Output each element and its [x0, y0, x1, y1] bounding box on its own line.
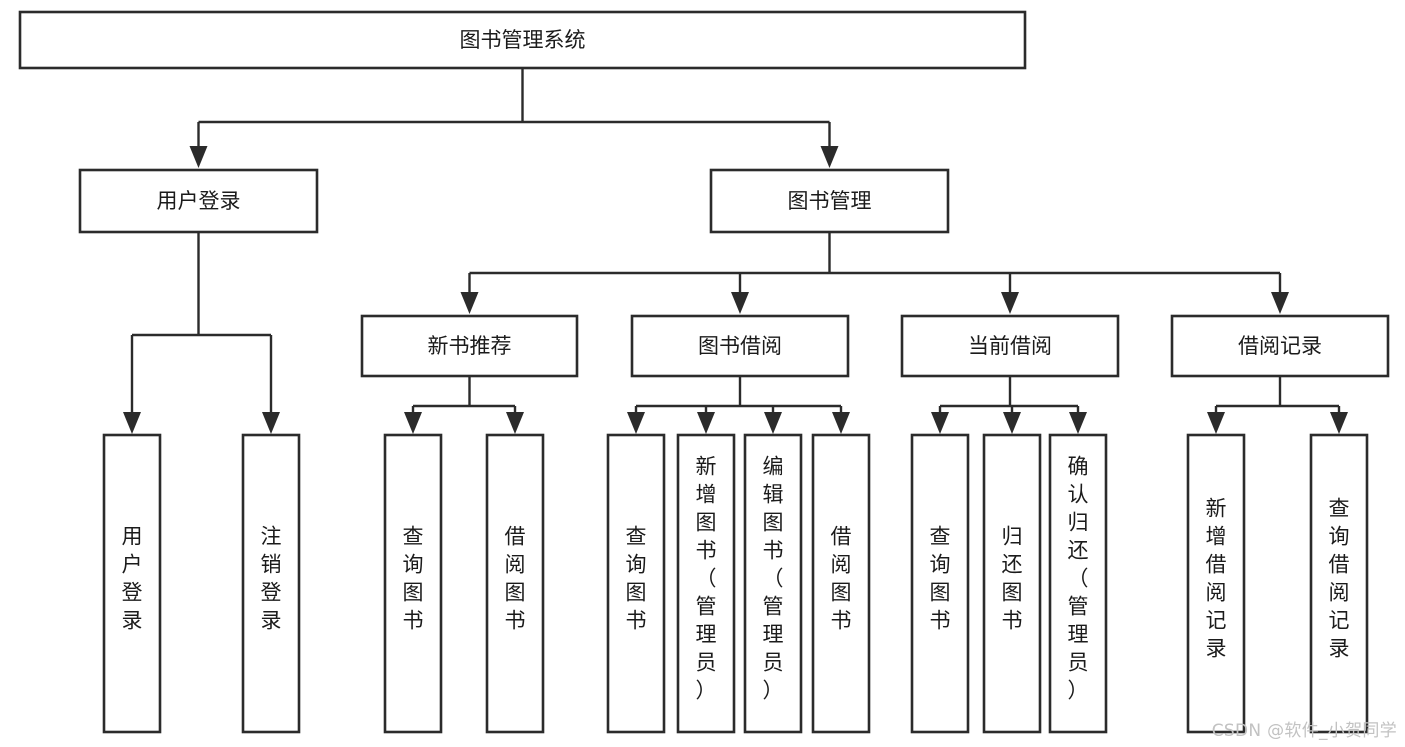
arrow-head-icon [189, 146, 208, 168]
arrow-head-icon [832, 412, 850, 434]
arrow-head-icon [123, 412, 141, 434]
node-leaf-query-book-1[interactable]: 查询图书 [383, 433, 443, 734]
node-current[interactable]: 当前借阅 [900, 314, 1120, 378]
arrow-head-icon [1003, 412, 1021, 434]
arrow-head-icon [820, 146, 839, 168]
node-leaf-user-login[interactable]: 用户登录 [102, 433, 162, 734]
node-leaf-query-record[interactable]: 查询借阅记录 [1309, 433, 1369, 734]
csdn-watermark: CSDN @软件_小贺同学 [1211, 721, 1397, 741]
arrow-head-icon [460, 292, 479, 314]
node-leaf-return-book-label: 归还图书 [1002, 525, 1023, 633]
node-login[interactable]: 用户登录 [78, 168, 319, 234]
node-leaf-return-book[interactable]: 归还图书 [982, 433, 1042, 734]
node-leaf-add-record-label: 新增借阅记录 [1206, 497, 1227, 661]
arrow-head-icon [1207, 412, 1225, 434]
node-leaf-query-record-label: 查询借阅记录 [1329, 497, 1350, 661]
node-leaf-borrow-book-2[interactable]: 借阅图书 [811, 433, 871, 734]
node-leaf-query-book-2[interactable]: 查询图书 [606, 433, 666, 734]
node-leaf-confirm-return[interactable]: 确认归还（管理员） [1048, 433, 1108, 734]
node-borrow-label: 图书借阅 [698, 334, 782, 358]
node-root-system[interactable]: 图书管理系统 [18, 10, 1027, 70]
arrow-head-icon [506, 412, 524, 434]
node-current-label: 当前借阅 [968, 334, 1052, 358]
arrow-head-icon [627, 412, 645, 434]
arrow-head-icon [731, 292, 749, 314]
node-leaf-user-logout[interactable]: 注销登录 [241, 433, 301, 734]
node-record[interactable]: 借阅记录 [1170, 314, 1390, 378]
node-leaf-borrow-book-1[interactable]: 借阅图书 [485, 433, 545, 734]
arrow-head-icon [764, 412, 782, 434]
arrow-head-icon [262, 412, 280, 434]
node-newbook[interactable]: 新书推荐 [360, 314, 579, 378]
node-login-label: 用户登录 [157, 189, 241, 213]
node-root-system-label: 图书管理系统 [460, 28, 586, 52]
node-leaf-add-book[interactable]: 新增图书（管理员） [676, 433, 736, 734]
node-leaf-add-record[interactable]: 新增借阅记录 [1186, 433, 1246, 734]
node-leaf-add-book-label: 新增图书（管理员） [696, 455, 717, 703]
node-leaf-query-book-3-label: 查询图书 [930, 525, 951, 633]
node-leaf-user-login-label: 用户登录 [122, 525, 143, 633]
node-record-label: 借阅记录 [1238, 334, 1322, 358]
node-leaf-query-book-3[interactable]: 查询图书 [910, 433, 970, 734]
node-leaf-query-book-2-label: 查询图书 [626, 525, 647, 633]
node-layer: 图书管理系统用户登录图书管理新书推荐图书借阅当前借阅借阅记录用户登录注销登录查询… [18, 10, 1390, 734]
node-leaf-user-logout-label: 注销登录 [261, 525, 282, 633]
node-newbook-label: 新书推荐 [428, 334, 512, 358]
node-leaf-confirm-return-label: 确认归还（管理员） [1068, 455, 1089, 703]
arrow-head-icon [931, 412, 949, 434]
arrow-head-icon [404, 412, 422, 434]
node-leaf-edit-book-label: 编辑图书（管理员） [763, 455, 784, 703]
arrow-head-icon [1330, 412, 1348, 434]
arrow-head-icon [1069, 412, 1087, 434]
node-bookmgmt[interactable]: 图书管理 [709, 168, 950, 234]
node-leaf-borrow-book-1-label: 借阅图书 [505, 525, 526, 633]
arrow-head-icon [1001, 292, 1019, 314]
arrow-head-icon [1271, 292, 1289, 314]
node-leaf-query-book-1-label: 查询图书 [403, 525, 424, 633]
connector-layer [123, 68, 1348, 434]
node-leaf-edit-book[interactable]: 编辑图书（管理员） [743, 433, 803, 734]
arrow-head-icon [697, 412, 715, 434]
node-borrow[interactable]: 图书借阅 [630, 314, 850, 378]
node-leaf-borrow-book-2-label: 借阅图书 [831, 525, 852, 633]
node-bookmgmt-label: 图书管理 [788, 189, 872, 213]
